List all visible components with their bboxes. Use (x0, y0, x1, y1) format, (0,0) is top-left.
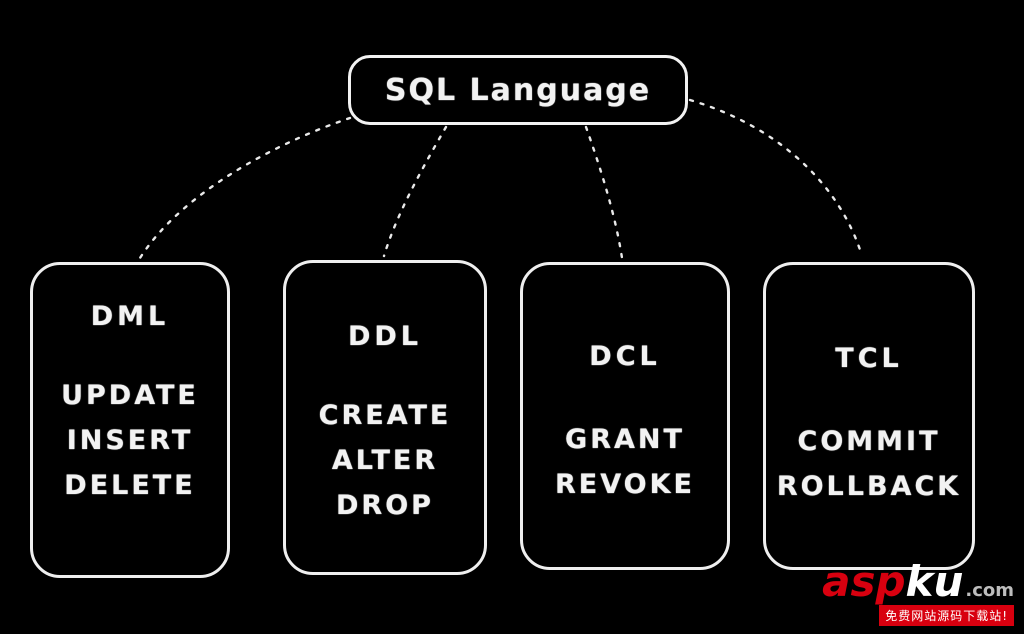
list-item: UPDATE (61, 380, 199, 411)
watermark-brand-suffix: .com (965, 580, 1014, 601)
list-item: REVOKE (555, 469, 695, 500)
connector-sql-to-dml (138, 116, 352, 260)
list-item: CREATE (318, 400, 452, 431)
box-dcl: DCL GRANT REVOKE (520, 262, 730, 570)
list-item: INSERT (66, 425, 194, 456)
list-item: ROLLBACK (776, 471, 962, 502)
box-ddl-items: CREATE ALTER DROP (319, 400, 452, 521)
box-tcl-items: COMMIT ROLLBACK (777, 426, 961, 502)
sql-language-box: SQL Language (348, 55, 688, 125)
list-item: DELETE (64, 470, 196, 501)
box-dml-items: UPDATE INSERT DELETE (61, 380, 199, 501)
box-ddl-title: DDL (347, 321, 423, 352)
list-item: GRANT (565, 424, 685, 455)
list-item: DROP (336, 490, 434, 521)
box-tcl-title: TCL (835, 343, 903, 374)
watermark-brand-white: ku (905, 557, 964, 606)
watermark-brand-red: asp (822, 557, 906, 606)
connector-sql-to-tcl (688, 98, 864, 258)
box-tcl: TCL COMMIT ROLLBACK (763, 262, 975, 570)
box-dml: DML UPDATE INSERT DELETE (30, 262, 230, 578)
connector-sql-to-ddl (382, 125, 448, 258)
box-dcl-title: DCL (589, 341, 661, 372)
box-dml-title: DML (90, 301, 170, 332)
list-item: ALTER (331, 445, 439, 476)
watermark-tagline: 免费网站源码下载站! (879, 605, 1014, 626)
box-dcl-items: GRANT REVOKE (555, 424, 695, 500)
list-item: COMMIT (797, 426, 941, 457)
box-ddl: DDL CREATE ALTER DROP (283, 260, 487, 575)
diagram-title: SQL Language (384, 72, 652, 108)
connector-sql-to-dcl (584, 125, 624, 260)
